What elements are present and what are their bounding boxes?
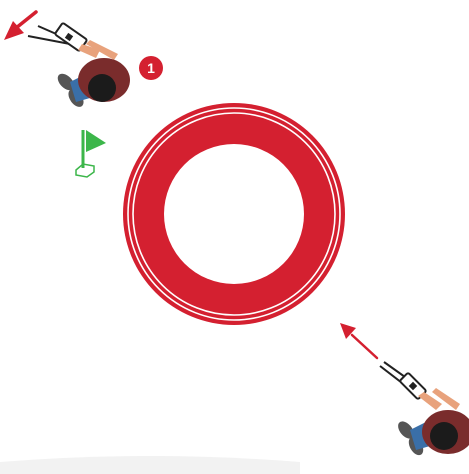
step-badge: 1 <box>139 56 163 80</box>
arrow-icon <box>340 323 377 358</box>
tool-icon <box>380 362 426 399</box>
step-badge-number: 1 <box>147 60 155 76</box>
flag-icon <box>76 130 106 177</box>
player-icon <box>380 362 469 458</box>
ground-shadow <box>0 456 300 474</box>
target-ring-icon <box>123 103 345 325</box>
player-icon <box>28 23 130 110</box>
tool-icon <box>28 23 87 52</box>
